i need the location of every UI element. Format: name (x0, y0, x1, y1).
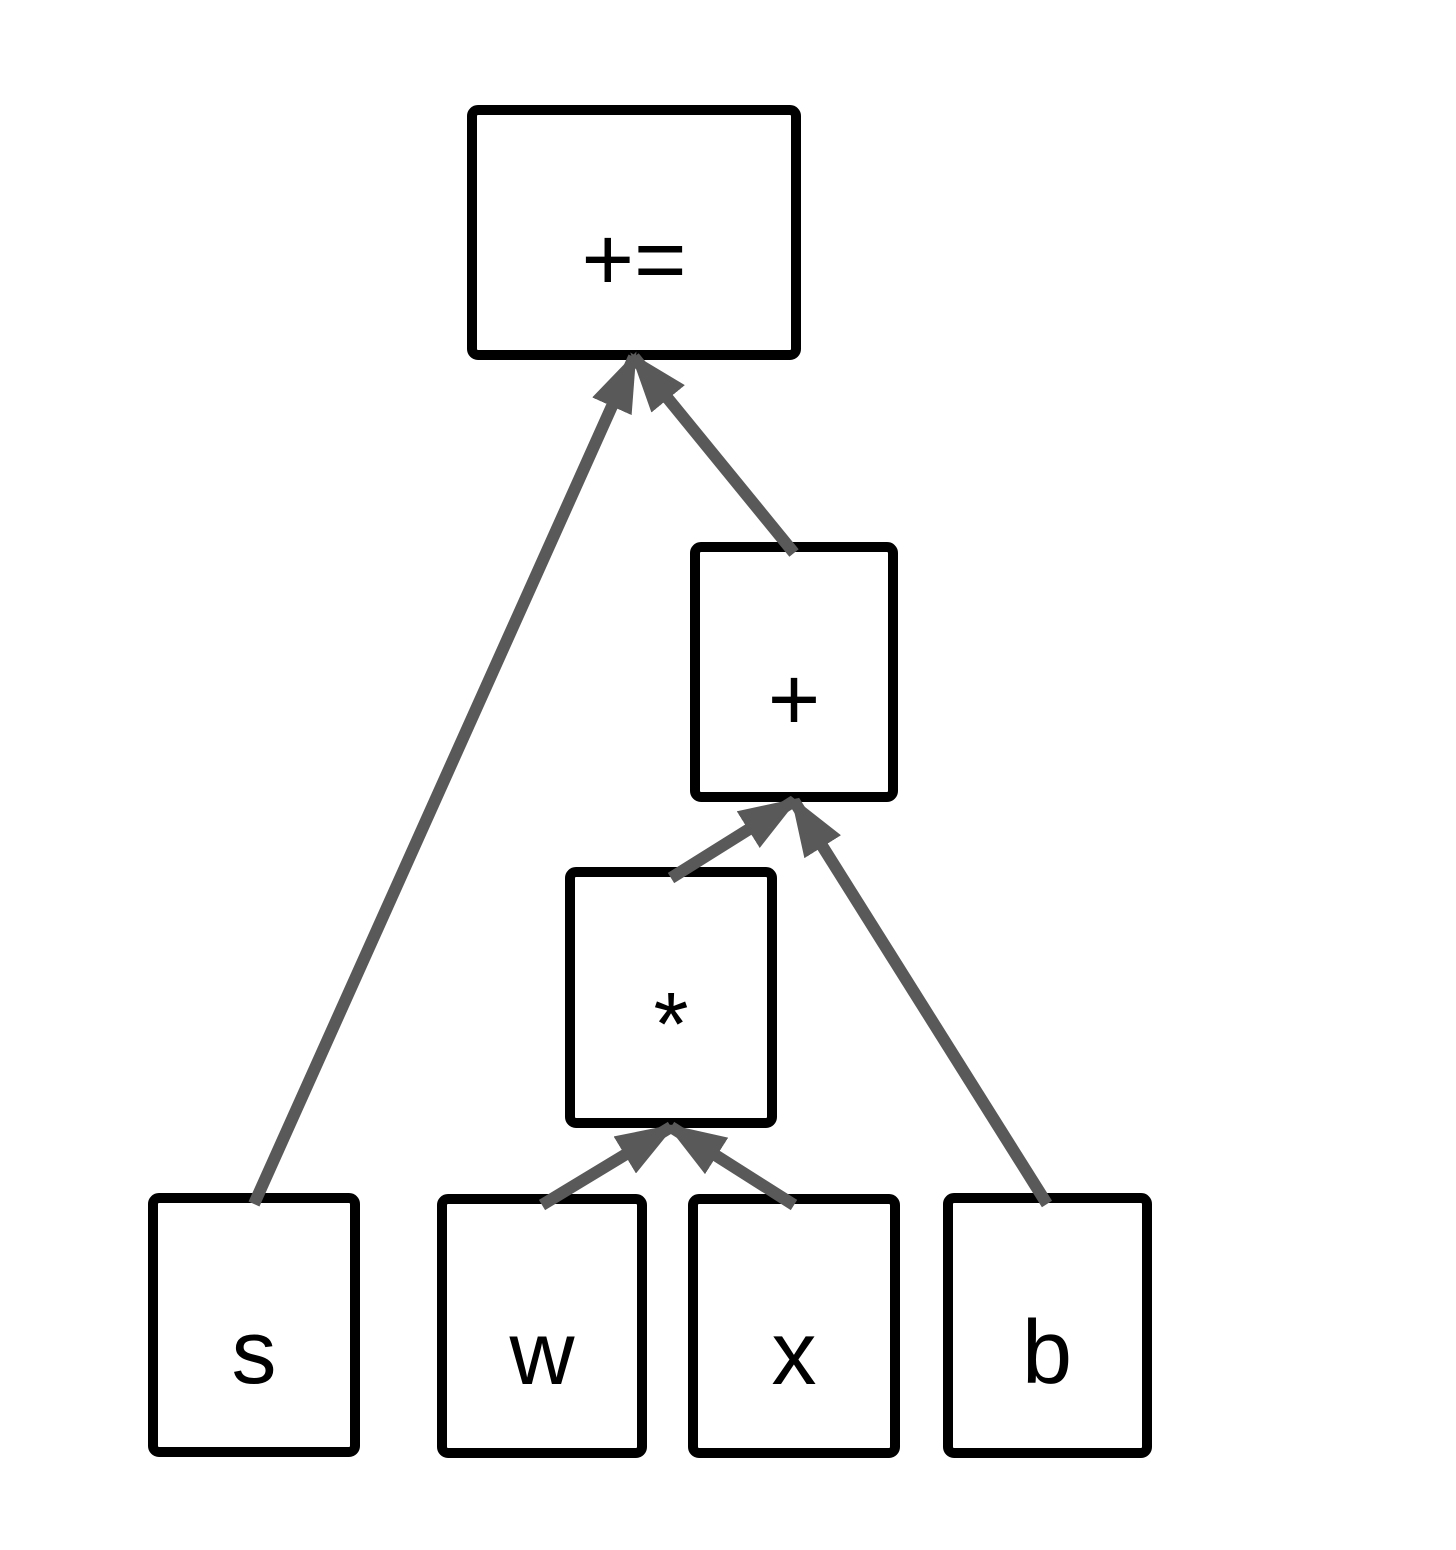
edge-s-to-plus-assign (248, 351, 640, 1207)
edge-x-to-times (665, 1121, 798, 1211)
node-b-label: b (1022, 1303, 1072, 1403)
node-times-label: * (653, 975, 688, 1075)
node-plus-label: + (768, 650, 821, 750)
node-times: * (565, 867, 777, 1128)
node-plus: + (690, 542, 898, 802)
edge-w-to-times (538, 1121, 677, 1211)
edge-b-to-plus (788, 795, 1053, 1208)
node-plus-assign: += (467, 105, 801, 360)
node-x: x (688, 1194, 900, 1458)
node-b: b (943, 1193, 1152, 1458)
node-w: w (437, 1194, 647, 1458)
edge-plus-to-plus-assign (629, 352, 799, 557)
node-plus-assign-label: += (581, 210, 686, 310)
node-x-label: x (772, 1304, 817, 1404)
node-s-label: s (232, 1303, 277, 1403)
node-w-label: w (509, 1304, 576, 1404)
edge-times-to-plus (667, 795, 800, 884)
node-s: s (148, 1193, 360, 1457)
